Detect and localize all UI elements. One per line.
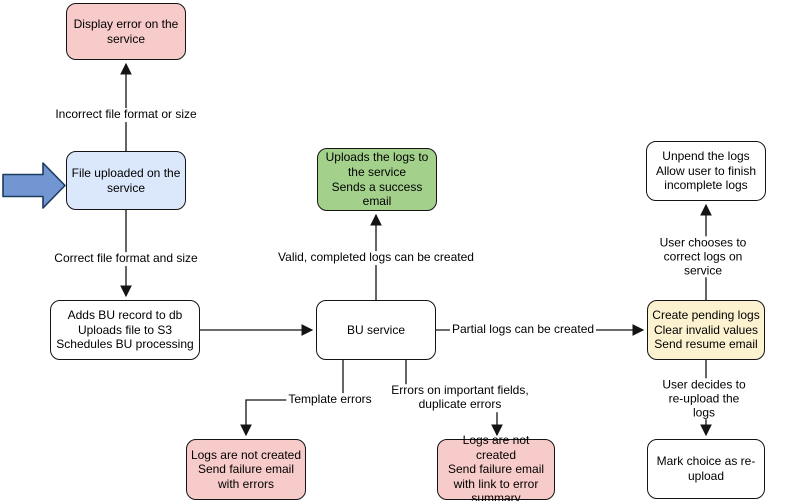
edge-label-partial-logs: Partial logs can be created [449,322,597,337]
node-uploads-logs-success: Uploads the logs to the service Sends a … [317,148,437,211]
node-logs-not-created-summary: Logs are not created Send failure email … [437,433,555,501]
node-logs-not-created-errors: Logs are not created Send failure email … [186,439,306,500]
node-mark-choice-reupload: Mark choice as re- upload [647,439,765,499]
node-adds-bu-record: Adds BU record to db Uploads file to S3 … [50,300,200,360]
node-display-error: Display error on the service [66,3,186,60]
edge-label-incorrect-format: Incorrect file format or size [53,107,199,122]
edge-label-correct-format: Correct file format and size [52,251,200,266]
entry-arrow-icon [2,162,66,209]
edge-label-reupload: User decides to re-upload the logs [655,377,753,420]
edge-label-choose-correct: User chooses to correct logs on service [654,235,752,278]
edge-label-important-errors: Errors on important fields, duplicate er… [389,383,531,412]
node-create-pending-logs: Create pending logs Clear invalid values… [647,300,765,360]
node-bu-service: BU service [316,300,436,360]
node-unpend-logs: Unpend the logs Allow user to finish inc… [646,141,766,201]
edge-label-valid-logs: Valid, completed logs can be created [276,250,476,265]
edge-label-template-errors: Template errors [286,392,374,407]
node-file-uploaded: File uploaded on the service [66,151,186,210]
